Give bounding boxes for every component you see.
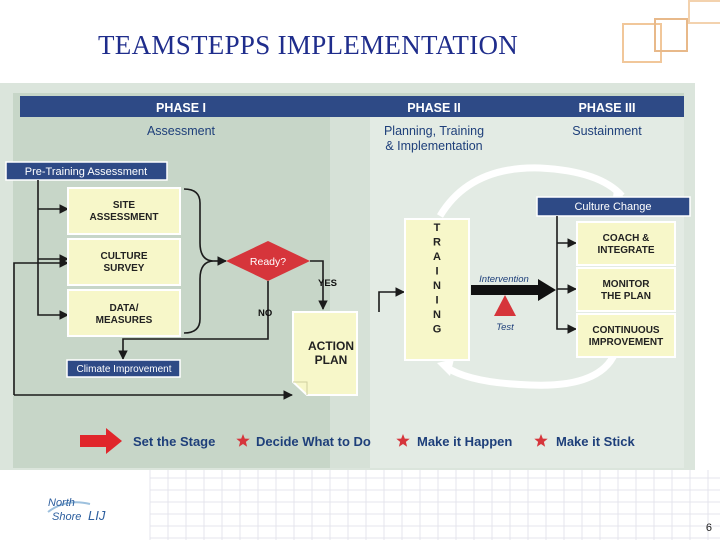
training-letter: T [434, 222, 441, 234]
site-assessment-line2: ASSESSMENT [90, 212, 159, 223]
logo-line1: North [48, 497, 75, 509]
phase3-label: PHASE III [579, 101, 636, 115]
no-label: NO [258, 308, 272, 319]
action-plan-box [292, 311, 358, 396]
test-label: Test [496, 322, 514, 333]
site-assessment-box [67, 187, 181, 235]
coach-line2: INTEGRATE [597, 245, 654, 256]
data-measures-line2: MEASURES [96, 315, 153, 326]
cycle-arrow-bottom [444, 351, 619, 389]
monitor-line2: THE PLAN [601, 291, 651, 302]
phase1-label: PHASE I [156, 101, 206, 115]
data-measures-box [67, 289, 181, 337]
climate-improvement-label: Climate Improvement [76, 364, 171, 375]
training-letter: G [433, 324, 442, 336]
legend-set-stage: Set the Stage [133, 434, 215, 449]
legend-star-icon [236, 434, 250, 447]
legend-star-icon [396, 434, 410, 447]
action-plan-line2: PLAN [315, 353, 348, 367]
slide-number: 6 [705, 522, 712, 534]
monitor-plan-box [576, 267, 676, 312]
site-assessment-line1: SITE [113, 200, 136, 211]
training-letter: A [433, 251, 441, 263]
pre-training-label: Pre-Training Assessment [25, 166, 147, 178]
phase-header-bar [20, 96, 684, 117]
training-letter: I [435, 266, 438, 278]
logo-line2: Shore [52, 511, 81, 523]
training-letter: N [433, 309, 441, 321]
legend-star-icon [534, 434, 548, 447]
teamstepps-diagram: PHASE I PHASE II PHASE III Assessment Pl… [0, 83, 695, 470]
training-box [404, 218, 470, 361]
legend-arrow-icon [80, 428, 122, 454]
legend-decide: Decide What to Do [256, 434, 371, 449]
training-letter: N [433, 280, 441, 292]
data-measures-line1: DATA/ [109, 303, 138, 314]
north-shore-lij-logo: North Shore LIJ [47, 497, 106, 523]
phase2-subtitle-line2: & Implementation [385, 139, 482, 153]
decorative-square [654, 18, 688, 52]
phase2-label: PHASE II [407, 101, 461, 115]
yes-label: YES [318, 278, 337, 289]
monitor-line1: MONITOR [602, 279, 650, 290]
continuous-improvement-box [576, 313, 676, 358]
culture-change-label: Culture Change [574, 201, 651, 213]
action-plan-line1: ACTION [308, 339, 354, 353]
decorative-grid [149, 470, 720, 540]
training-letter: R [433, 237, 441, 249]
coach-line1: COACH & [603, 233, 650, 244]
coach-integrate-box [576, 221, 676, 266]
phase2-subtitle-line1: Planning, Training [384, 124, 484, 138]
slide-title: TEAMSTEPPS IMPLEMENTATION [98, 30, 519, 60]
decorative-square [622, 23, 662, 63]
continuous-line2: IMPROVEMENT [589, 337, 663, 348]
culture-survey-box [67, 238, 181, 286]
cycle-arrow-top [436, 164, 625, 218]
intervention-arrow [471, 279, 556, 301]
culture-change-bar [536, 196, 691, 217]
pre-training-bar [5, 161, 168, 181]
training-letter: I [435, 295, 438, 307]
decorative-square [688, 0, 720, 24]
climate-improvement-bar [66, 359, 181, 378]
culture-survey-line1: CULTURE [100, 251, 147, 262]
ready-label: Ready? [250, 256, 286, 268]
continuous-line1: CONTINUOUS [592, 325, 660, 336]
legend-happen: Make it Happen [417, 434, 512, 449]
phase3-subtitle: Sustainment [572, 124, 642, 138]
logo-line3: LIJ [88, 508, 106, 523]
culture-survey-line2: SURVEY [104, 263, 145, 274]
phase1-subtitle: Assessment [147, 124, 216, 138]
test-triangle [494, 295, 516, 316]
intervention-label: Intervention [479, 274, 529, 285]
legend-stick: Make it Stick [556, 434, 636, 449]
ready-diamond [226, 241, 310, 281]
